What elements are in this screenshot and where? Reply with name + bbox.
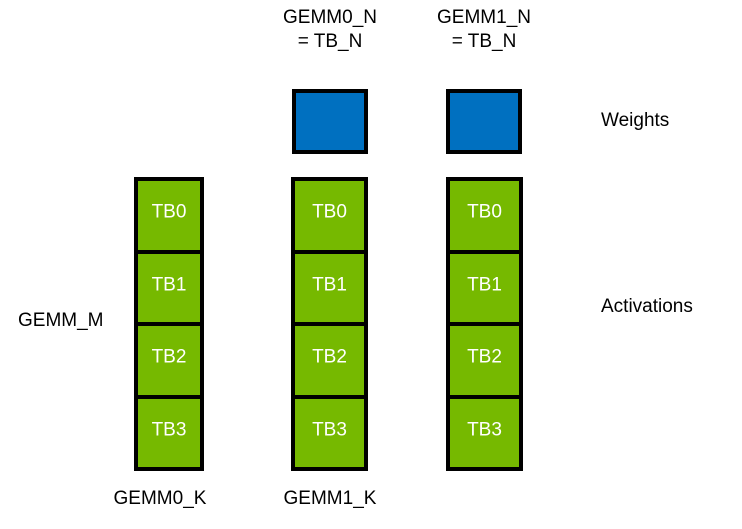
- weight-box-gemm0: [292, 89, 368, 154]
- activation-cell-label: TB2: [467, 346, 502, 368]
- activation-column-gemm1: TB0 TB1 TB2 TB3: [446, 177, 523, 471]
- top-label-gemm0-n-line1: GEMM0_N: [283, 7, 377, 28]
- axis-label-gemm-m: GEMM_M: [18, 310, 104, 331]
- activation-cell-label: TB1: [312, 274, 347, 296]
- activation-cell-label: TB3: [312, 419, 347, 441]
- activation-cell: TB0: [446, 177, 523, 254]
- activation-cell: TB3: [291, 394, 368, 471]
- top-label-gemm1-n-line1: GEMM1_N: [437, 7, 531, 28]
- activation-cell-label: TB1: [467, 274, 502, 296]
- bottom-label-gemm0-k: GEMM0_K: [113, 488, 207, 509]
- activation-column-gemm0: TB0 TB1 TB2 TB3: [291, 177, 368, 471]
- activation-cell: TB1: [291, 249, 368, 326]
- activation-cell: TB2: [446, 322, 523, 399]
- activation-cell: TB0: [291, 177, 368, 254]
- activation-column-gemm-m: TB0 TB1 TB2 TB3: [134, 177, 204, 471]
- activation-cell: TB3: [446, 394, 523, 471]
- activation-cell-label: TB2: [312, 346, 347, 368]
- activation-cell: TB0: [134, 177, 204, 254]
- activation-cell-label: TB0: [312, 201, 347, 223]
- top-label-gemm1-n: GEMM1_N = TB_N: [409, 6, 559, 54]
- legend-label-weights: Weights: [601, 110, 670, 131]
- activation-cell-label: TB0: [467, 201, 502, 223]
- legend-label-activations: Activations: [601, 296, 693, 317]
- bottom-label-gemm1-k: GEMM1_K: [283, 488, 377, 509]
- activation-cell-label: TB3: [151, 419, 187, 441]
- activation-cell-label: TB2: [151, 346, 187, 368]
- top-label-gemm0-n-line2: = TB_N: [297, 31, 363, 52]
- activation-cell-label: TB3: [467, 419, 502, 441]
- activation-cell: TB2: [291, 322, 368, 399]
- activation-cell-label: TB0: [151, 201, 187, 223]
- activation-cell-label: TB1: [151, 274, 187, 296]
- activation-cell: TB2: [134, 322, 204, 399]
- weight-box-gemm1: [446, 89, 522, 154]
- activation-cell: TB3: [134, 394, 204, 471]
- top-label-gemm0-n: GEMM0_N = TB_N: [255, 6, 405, 54]
- top-label-gemm1-n-line2: = TB_N: [451, 31, 517, 52]
- activation-cell: TB1: [134, 249, 204, 326]
- activation-cell: TB1: [446, 249, 523, 326]
